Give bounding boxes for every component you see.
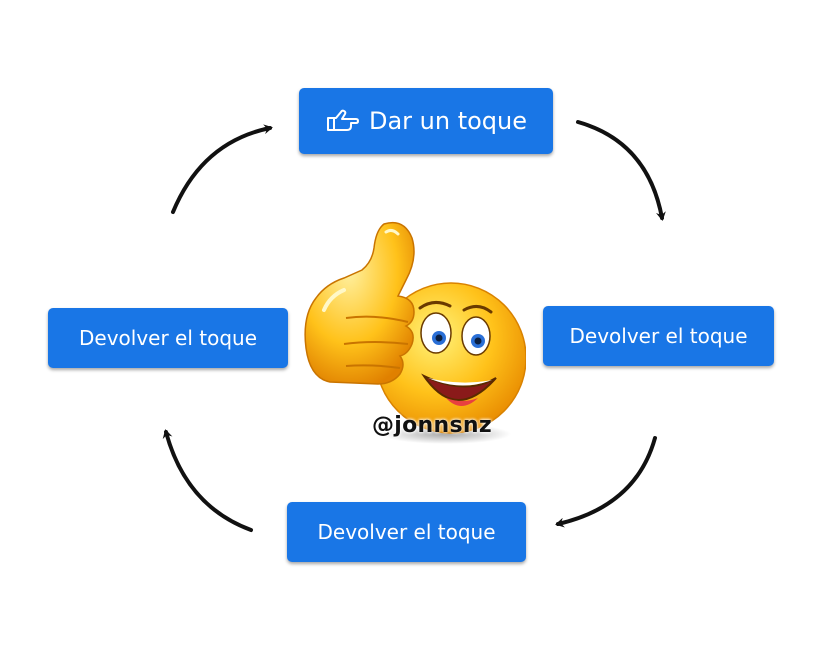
watermark-handle: @jonnsnz <box>372 413 492 438</box>
devolver-el-toque-button-right[interactable]: Devolver el toque <box>543 306 774 366</box>
devolver-el-toque-label-bottom: Devolver el toque <box>317 520 496 544</box>
devolver-el-toque-label-left: Devolver el toque <box>78 326 258 350</box>
arrow-bottom-right <box>555 436 657 528</box>
arrow-top-right <box>576 120 666 221</box>
devolver-el-toque-button-left[interactable]: Devolver el toque <box>48 308 288 368</box>
arrow-bottom-left <box>162 429 253 532</box>
arrow-top-left <box>171 124 273 214</box>
dar-un-toque-button[interactable]: Dar un toque <box>299 88 553 154</box>
devolver-el-toque-button-bottom[interactable]: Devolver el toque <box>287 502 526 562</box>
devolver-el-toque-label-right: Devolver el toque <box>569 324 748 348</box>
poke-hand-icon <box>326 109 359 131</box>
dar-un-toque-label: Dar un toque <box>368 107 528 135</box>
thumbs-up-smiley-icon <box>304 221 526 444</box>
